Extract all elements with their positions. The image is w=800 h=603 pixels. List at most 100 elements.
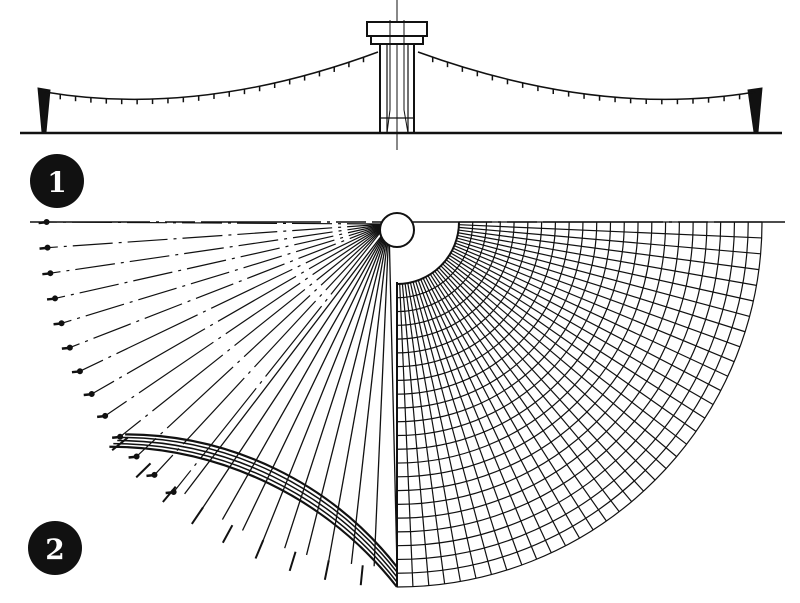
grid-ring bbox=[396, 221, 460, 285]
cable-ray bbox=[284, 225, 390, 549]
anchor-tick bbox=[42, 271, 53, 276]
grid-radial bbox=[458, 226, 761, 255]
grid-radial bbox=[444, 261, 677, 458]
cable-ray bbox=[388, 225, 398, 568]
anchor-tick bbox=[46, 297, 58, 301]
cable-ray bbox=[91, 223, 388, 395]
anchor-tick bbox=[53, 322, 64, 326]
roof-grid bbox=[396, 221, 763, 588]
cable-ray bbox=[241, 225, 390, 531]
grid-radial bbox=[442, 263, 667, 470]
cable-ray bbox=[79, 223, 388, 372]
grid-radial bbox=[432, 272, 607, 522]
cable-hangers bbox=[59, 57, 741, 105]
cable-ray bbox=[54, 223, 388, 300]
grid-radial bbox=[412, 281, 493, 575]
cable-ray bbox=[119, 223, 388, 438]
grid-radial bbox=[455, 240, 746, 333]
grid-radial bbox=[457, 232, 757, 286]
cable-ray bbox=[350, 225, 390, 565]
grid-radial bbox=[458, 224, 762, 239]
band-ring bbox=[117, 439, 398, 578]
grid-radial bbox=[457, 234, 754, 302]
band-ring bbox=[109, 445, 398, 588]
perimeter-ring-band bbox=[109, 433, 398, 588]
cable-ray bbox=[104, 223, 388, 417]
grid-radial bbox=[415, 280, 508, 571]
grid-radial bbox=[420, 279, 538, 560]
central-ring bbox=[379, 212, 415, 248]
anchor-tick bbox=[83, 392, 94, 397]
cable-ray bbox=[46, 221, 388, 225]
cable-ray bbox=[173, 223, 388, 493]
anchor-tick bbox=[97, 414, 108, 419]
grid-radial bbox=[399, 283, 414, 587]
cable-ray bbox=[202, 225, 390, 508]
grid-radial bbox=[409, 282, 477, 579]
label-1-badge: 1 bbox=[30, 154, 84, 208]
grid-radial bbox=[407, 282, 461, 582]
cable-ray bbox=[328, 225, 390, 561]
grid-radial bbox=[440, 265, 656, 481]
band-rib bbox=[162, 486, 177, 503]
anchor-tick bbox=[146, 473, 157, 478]
grid-radial bbox=[458, 229, 759, 271]
band-rib bbox=[254, 539, 265, 559]
band-rib bbox=[359, 565, 364, 586]
band-rib bbox=[288, 551, 297, 572]
cable-ray bbox=[50, 223, 388, 274]
grid-radial bbox=[404, 283, 446, 584]
grid-radial bbox=[454, 245, 735, 363]
band-rib bbox=[135, 462, 152, 479]
plan-view bbox=[30, 212, 785, 588]
band-ring bbox=[121, 436, 398, 573]
grid-radial bbox=[438, 267, 645, 492]
right-cable bbox=[417, 51, 756, 101]
grid-radial bbox=[452, 247, 729, 377]
grid-radial bbox=[436, 269, 633, 502]
band-rib bbox=[111, 436, 129, 451]
grid-radial bbox=[434, 270, 620, 512]
cable-ray bbox=[61, 223, 388, 324]
left-cable bbox=[44, 51, 379, 101]
label-2-badge: 2 bbox=[28, 521, 82, 575]
label-2: 2 bbox=[45, 533, 64, 566]
grid-radial bbox=[445, 259, 687, 445]
band-ring bbox=[113, 442, 398, 583]
grid-radial bbox=[417, 280, 523, 566]
cable-ray bbox=[136, 223, 388, 457]
cable-ray bbox=[262, 225, 390, 541]
cable-ray bbox=[47, 223, 388, 249]
grid-radial bbox=[429, 273, 594, 531]
band-rib bbox=[323, 559, 330, 580]
cable-ray bbox=[373, 225, 390, 567]
band-ring bbox=[125, 433, 398, 568]
elevation-view bbox=[20, 0, 782, 150]
anchor-tick bbox=[38, 220, 49, 225]
left-support bbox=[37, 87, 51, 133]
cable-ray bbox=[221, 225, 390, 520]
right-support bbox=[747, 87, 763, 133]
cable-ray bbox=[184, 225, 390, 495]
anchor-tick bbox=[112, 435, 123, 440]
band-rib bbox=[191, 506, 204, 525]
anchor-tick bbox=[71, 369, 83, 374]
grid-radial bbox=[425, 276, 567, 547]
grid-radial bbox=[447, 257, 697, 432]
grid-radial bbox=[456, 237, 750, 318]
anchor-tick bbox=[61, 346, 72, 350]
central-mast bbox=[366, 20, 428, 134]
band-rib bbox=[221, 524, 234, 544]
grid-radial bbox=[422, 277, 552, 554]
cable-ray bbox=[154, 223, 388, 476]
grid-radial bbox=[401, 283, 430, 586]
label-1: 1 bbox=[47, 166, 66, 199]
cable-ray bbox=[69, 223, 388, 349]
anchor-tick bbox=[39, 246, 50, 250]
grid-radial bbox=[455, 242, 741, 348]
anchor-tick bbox=[128, 455, 139, 459]
grid-radial bbox=[427, 275, 581, 539]
grid-radial bbox=[448, 254, 706, 419]
